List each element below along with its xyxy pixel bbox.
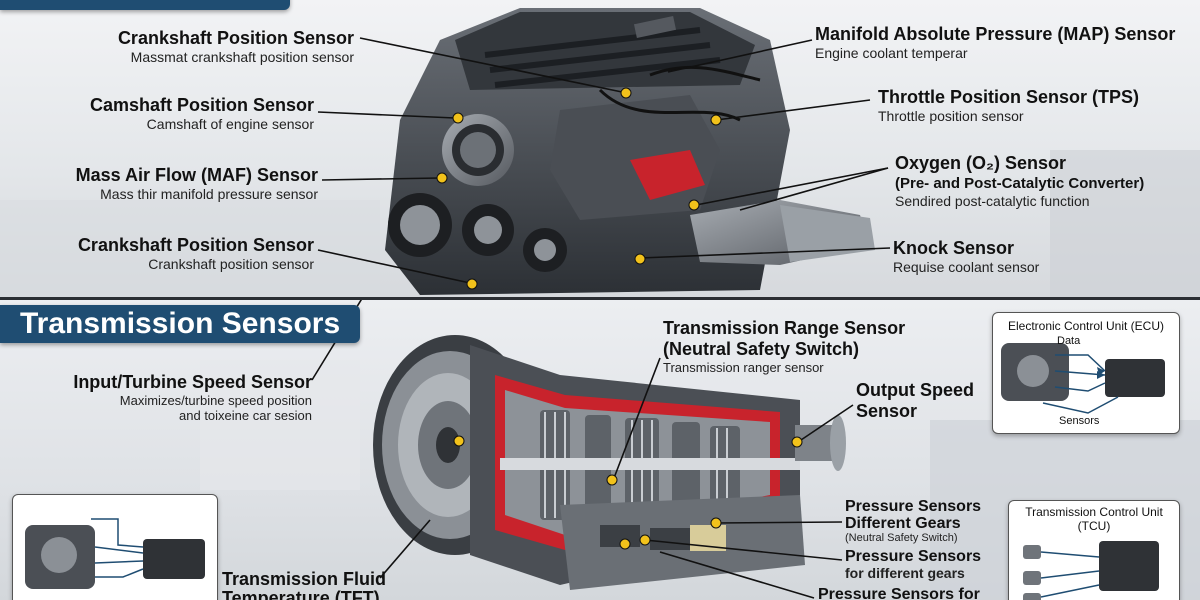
callout-tps-sensor: Throttle Position Sensor (TPS) Throttle … — [878, 87, 1139, 124]
tcu-inset-title: Transmission Control Unit — [1025, 505, 1163, 519]
tcu-inset-diagram — [1023, 541, 1159, 600]
callout-knock-sensor: Knock Sensor Requise coolant sensor — [893, 238, 1039, 275]
callout-title-line2: Sensor — [856, 401, 918, 421]
callout-title: Knock Sensor — [893, 238, 1015, 258]
transmission-sensors-panel: Electronic Control Unit (ECU) Data Senso… — [0, 300, 1200, 600]
callout-title-line2: Temperature (TFT) — [222, 588, 380, 600]
callout-subtitle: Throttle position sensor — [878, 108, 1024, 124]
callout-title: Mass Air Flow (MAF) Sensor — [75, 165, 318, 185]
sensor-marker — [436, 87, 722, 290]
callout-output-speed-sensor: Output Speed Sensor — [856, 380, 974, 422]
callout-subtitle: Crankshaft position sensor — [148, 256, 314, 272]
callout-title: Manifold Absolute Pressure (MAP) Sensor — [815, 24, 1176, 44]
transmission-section-title: Transmission Sensors — [0, 305, 361, 343]
callout-title: Throttle Position Sensor (TPS) — [878, 87, 1140, 107]
ecu-sensors-label: Sensors — [1059, 415, 1100, 427]
ecu-inset-title: Electronic Control Unit (ECU) — [1007, 319, 1165, 333]
callout-title: Oxygen (O₂) Sensor — [895, 153, 1067, 173]
engine-sensors-panel: Crankshaft Position Sensor Massmat crank… — [0, 0, 1200, 297]
callout-title-line2: for different gears — [845, 565, 965, 581]
callout-title: Pressure Sensors — [845, 498, 982, 515]
callout-title-line2: (Pre- and Post-Catalytic Converter) — [895, 175, 1145, 192]
callout-crankshaft-sensor-top: Crankshaft Position Sensor Massmat crank… — [60, 28, 354, 65]
callout-title: Crankshaft Position Sensor — [77, 235, 314, 255]
callout-title: Camshaft Position Sensor — [89, 95, 314, 115]
callout-title-line2: (Neutral Safety Switch) — [663, 339, 860, 359]
callout-title: Transmission Range Sensor — [663, 318, 906, 338]
callout-title: Pressure Sensors — [845, 548, 982, 565]
callout-pressure-sensors-for: Pressure Sensors for — [818, 586, 980, 600]
section-divider — [0, 297, 1200, 300]
callout-title: Transmission Fluid — [222, 569, 387, 589]
callout-subtitle: (Neutral Safety Switch) — [845, 532, 958, 544]
callout-title: Crankshaft Position Sensor — [117, 28, 354, 48]
callout-subtitle: Massmat crankshaft position sensor — [130, 49, 354, 65]
callout-title: Pressure Sensors for — [818, 586, 980, 600]
sensor-marker — [453, 435, 803, 550]
ecu-data-label: Data — [1057, 335, 1081, 347]
engine-section-title-tab — [0, 0, 290, 10]
callout-oxygen-sensor: Oxygen (O₂) Sensor (Pre- and Post-Cataly… — [895, 153, 1144, 209]
callout-title: Input/Turbine Speed Sensor — [73, 372, 312, 392]
tcu-inset: Transmission Control Unit (TCU) — [1008, 500, 1180, 600]
callout-subtitle-line2: and toixeine car sesion — [179, 408, 312, 423]
callout-pressure-sensors-for-different-gears: Pressure Sensors for different gears — [845, 548, 981, 581]
callout-subtitle: Sendired post-catalytic function — [895, 193, 1090, 209]
tcu-inset-title-line2: (TCU) — [1077, 519, 1111, 533]
callout-maf-sensor: Mass Air Flow (MAF) Sensor Mass thir man… — [20, 165, 318, 202]
engine-illustration — [0, 8, 1200, 297]
callout-subtitle: Camshaft of engine sensor — [146, 116, 314, 132]
callout-pressure-sensors-different-gears: Pressure Sensors Different Gears (Neutra… — [845, 498, 981, 544]
ecu-inset: Electronic Control Unit (ECU) Data Senso… — [992, 312, 1180, 434]
callout-title-line2: Different Gears — [845, 515, 961, 532]
callout-transmission-fluid-temperature: Transmission Fluid Temperature (TFT) — [222, 570, 386, 600]
callout-transmission-range-sensor: Transmission Range Sensor (Neutral Safet… — [663, 318, 905, 376]
callout-subtitle: Engine coolant temperar — [815, 45, 968, 61]
callout-subtitle: Transmission ranger sensor — [663, 360, 824, 375]
callout-subtitle: Requise coolant sensor — [893, 259, 1040, 275]
callout-title: Output Speed — [856, 380, 974, 400]
callout-input-turbine-speed-sensor: Input/Turbine Speed Sensor Maximizes/tur… — [20, 372, 312, 423]
callout-map-sensor: Manifold Absolute Pressure (MAP) Sensor … — [815, 24, 1175, 61]
callout-camshaft-sensor: Camshaft Position Sensor Camshaft of eng… — [40, 95, 314, 132]
ecu-inset-diagram — [1001, 343, 1165, 414]
sensor-network-inset — [12, 494, 218, 600]
callout-subtitle: Maximizes/turbine speed position — [119, 393, 312, 408]
callout-subtitle: Mass thir manifold pressure sensor — [100, 186, 318, 202]
sensor-network-diagram — [25, 518, 205, 589]
callout-crankshaft-sensor-bottom: Crankshaft Position Sensor Crankshaft po… — [20, 235, 314, 272]
